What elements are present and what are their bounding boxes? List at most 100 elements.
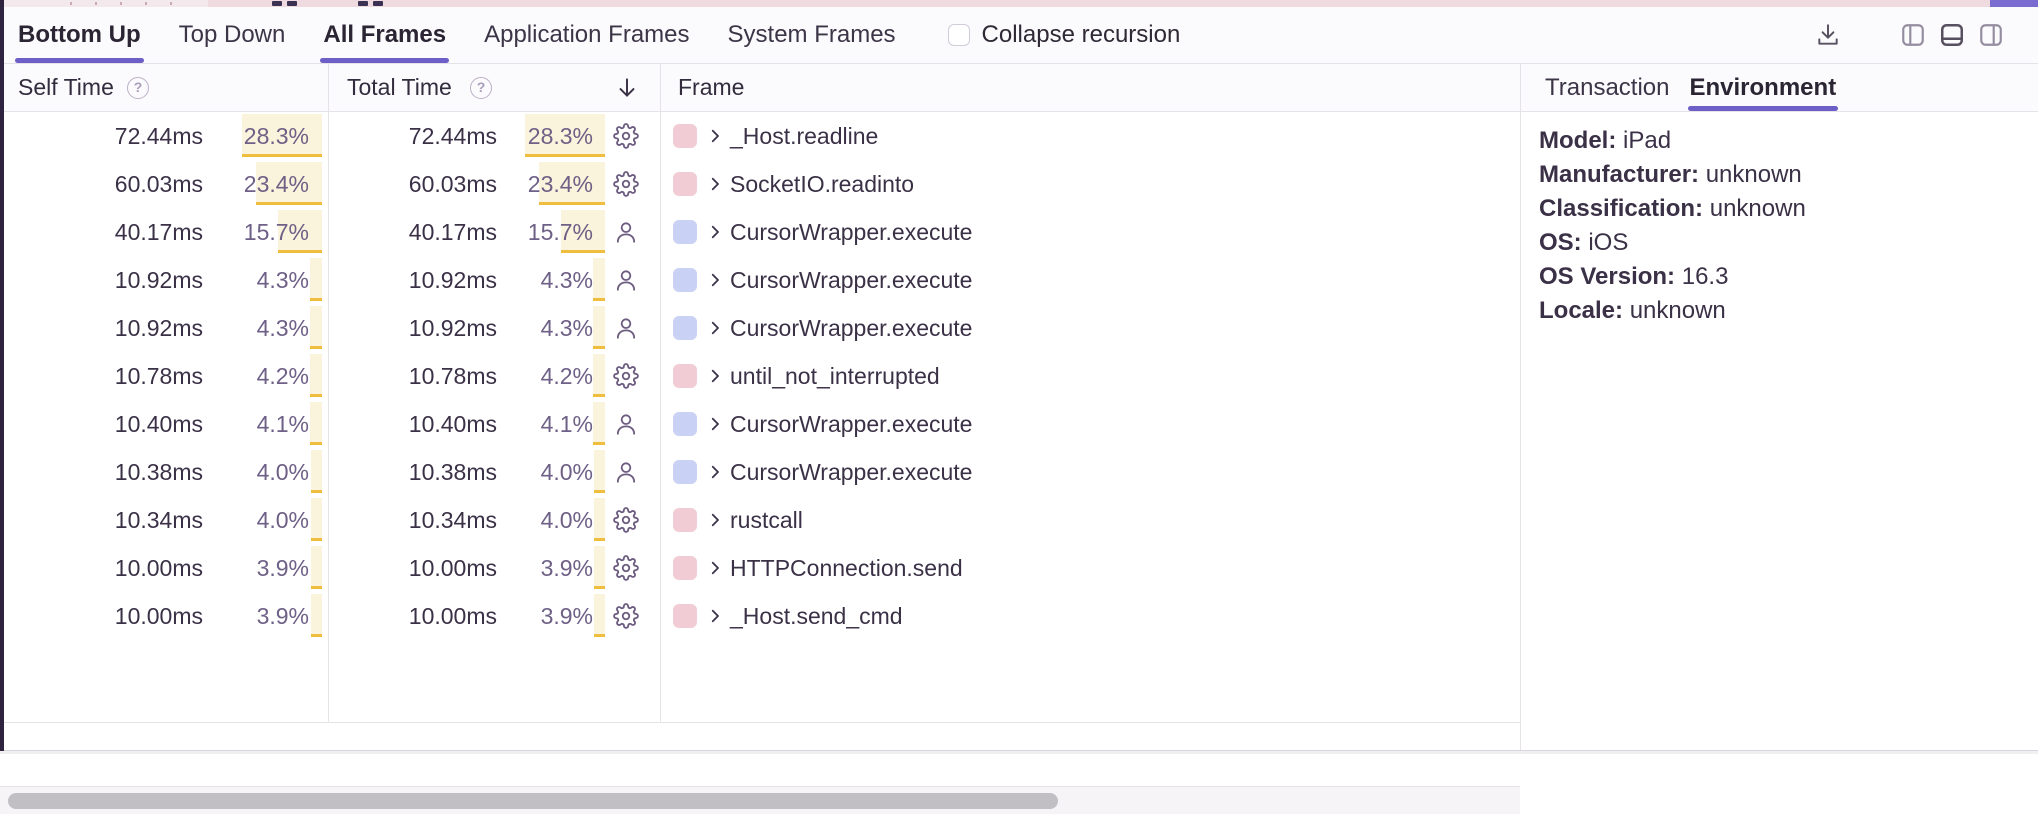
frame-color-swatch (673, 268, 697, 292)
total-time-weight-bar (539, 162, 605, 205)
self-time-weight-bar (278, 210, 322, 253)
expand-chevron-icon[interactable] (706, 559, 724, 577)
total-time-weight-bar (561, 210, 605, 253)
total-time-percent: 3.9% (540, 555, 593, 581)
self-time-percent: 4.2% (256, 363, 309, 389)
environment-value: iPad (1623, 127, 1672, 154)
expand-chevron-icon[interactable] (706, 223, 724, 241)
self-time-percent: 4.1% (256, 411, 309, 437)
horizontal-scrollbar-track[interactable] (0, 786, 1520, 814)
table-row[interactable]: 10.78ms 4.2% 10.78ms 4.2% until_not_inte… (0, 352, 1520, 400)
total-time-value: 10.00ms (408, 603, 497, 629)
expand-chevron-icon[interactable] (706, 319, 724, 337)
environment-label: Manufacturer: (1539, 161, 1700, 188)
window-bottom-strip (0, 751, 2038, 754)
self-time-value: 72.44ms (114, 123, 203, 149)
collapse-recursion-checkbox[interactable] (947, 24, 970, 46)
total-time-percent: 15.7% (527, 219, 593, 245)
environment-line: OS Version: 16.3 (1539, 260, 2019, 294)
expand-chevron-icon[interactable] (706, 463, 724, 481)
frame-name: CursorWrapper.execute (730, 219, 973, 245)
download-icon[interactable] (1815, 22, 1841, 48)
expand-chevron-icon[interactable] (706, 607, 724, 625)
system-frame-gear-icon (613, 603, 639, 629)
environment-line: OS: iOS (1539, 226, 2019, 260)
self-time-value: 40.17ms (114, 219, 203, 245)
frame-color-swatch (673, 508, 697, 532)
system-frame-gear-icon (613, 363, 639, 389)
total-time-value: 10.00ms (408, 555, 497, 581)
column-header-self-time[interactable]: Self Time (18, 74, 114, 100)
environment-line: Manufacturer: unknown (1539, 158, 2019, 192)
layout-right-panel-icon[interactable] (1978, 22, 2004, 48)
table-row[interactable]: 10.38ms 4.0% 10.38ms 4.0% CursorWrapper.… (0, 448, 1520, 496)
minimap-tick (170, 2, 172, 5)
self-time-percent: 15.7% (243, 219, 309, 245)
application-frame-person-icon (613, 267, 639, 293)
expand-chevron-icon[interactable] (706, 175, 724, 193)
table-row[interactable]: 10.92ms 4.3% 10.92ms 4.3% CursorWrapper.… (0, 304, 1520, 352)
tab-transaction[interactable]: Transaction (1545, 73, 1670, 101)
table-row[interactable]: 40.17ms 15.7% 40.17ms 15.7% CursorWrappe… (0, 208, 1520, 256)
table-row[interactable]: 72.44ms 28.3% 72.44ms 28.3% _Host.readli… (0, 112, 1520, 160)
total-time-percent: 23.4% (527, 171, 593, 197)
total-time-percent: 4.2% (540, 363, 593, 389)
total-time-value: 10.92ms (408, 267, 497, 293)
table-row[interactable]: 10.40ms 4.1% 10.40ms 4.1% CursorWrapper.… (0, 400, 1520, 448)
table-row[interactable]: 10.00ms 3.9% 10.00ms 3.9% _Host.send_cmd (0, 592, 1520, 640)
table-row[interactable]: 10.34ms 4.0% 10.34ms 4.0% rustcall (0, 496, 1520, 544)
window-bottom-border (0, 750, 2038, 751)
expand-chevron-icon[interactable] (706, 415, 724, 433)
tab-environment[interactable]: Environment (1687, 64, 1838, 111)
self-time-value: 10.00ms (114, 555, 203, 581)
layout-bottom-panel-icon[interactable] (1939, 22, 1965, 48)
frames-table-header: Self Time ? Total Time ? Frame (0, 64, 1520, 112)
total-time-weight-bar (594, 450, 605, 493)
self-time-weight-bar (311, 594, 322, 637)
column-header-frame[interactable]: Frame (678, 74, 745, 100)
table-row[interactable]: 10.92ms 4.3% 10.92ms 4.3% CursorWrapper.… (0, 256, 1520, 304)
frame-name: CursorWrapper.execute (730, 315, 973, 341)
tab-top-down[interactable]: Top Down (178, 21, 286, 48)
self-time-percent: 3.9% (256, 555, 309, 581)
tab-all-frames[interactable]: All Frames (320, 7, 449, 63)
sort-descending-icon[interactable] (614, 75, 640, 101)
table-row[interactable]: 10.00ms 3.9% 10.00ms 3.9% HTTPConnection… (0, 544, 1520, 592)
total-time-percent: 4.0% (540, 507, 593, 533)
system-frame-gear-icon (613, 555, 639, 581)
table-row[interactable]: 60.03ms 23.4% 60.03ms 23.4% SocketIO.rea… (0, 160, 1520, 208)
column-header-total-time[interactable]: Total Time (347, 74, 452, 100)
environment-label: Locale: (1539, 297, 1624, 324)
self-time-percent: 4.0% (256, 459, 309, 485)
collapse-recursion-label[interactable]: Collapse recursion (981, 21, 1181, 48)
frame-name: CursorWrapper.execute (730, 411, 973, 437)
pane-divider (1520, 64, 1521, 754)
total-time-percent: 28.3% (527, 123, 593, 149)
total-time-value: 10.38ms (408, 459, 497, 485)
layout-left-panel-icon[interactable] (1900, 22, 1926, 48)
total-time-percent: 4.0% (540, 459, 593, 485)
tab-system-frames[interactable]: System Frames (727, 21, 896, 48)
total-time-help-icon[interactable]: ? (470, 77, 492, 99)
tab-bottom-up[interactable]: Bottom Up (15, 7, 144, 63)
frame-color-swatch (673, 604, 697, 628)
total-time-weight-bar (593, 306, 605, 349)
expand-chevron-icon[interactable] (706, 511, 724, 529)
self-time-weight-bar (310, 402, 322, 445)
minimap-tick (70, 2, 72, 5)
total-time-weight-bar (593, 402, 605, 445)
frame-name: HTTPConnection.send (730, 555, 963, 581)
frame-color-swatch (673, 556, 697, 580)
expand-chevron-icon[interactable] (706, 367, 724, 385)
expand-chevron-icon[interactable] (706, 127, 724, 145)
environment-label: OS: (1539, 229, 1582, 256)
self-time-help-icon[interactable]: ? (127, 77, 149, 99)
total-time-value: 10.92ms (408, 315, 497, 341)
frame-name: CursorWrapper.execute (730, 459, 973, 485)
expand-chevron-icon[interactable] (706, 271, 724, 289)
tab-application-frames[interactable]: Application Frames (484, 21, 690, 48)
frame-color-swatch (673, 412, 697, 436)
application-frame-person-icon (613, 315, 639, 341)
horizontal-scrollbar-thumb[interactable] (8, 793, 1058, 809)
frame-name: SocketIO.readinto (730, 171, 915, 197)
